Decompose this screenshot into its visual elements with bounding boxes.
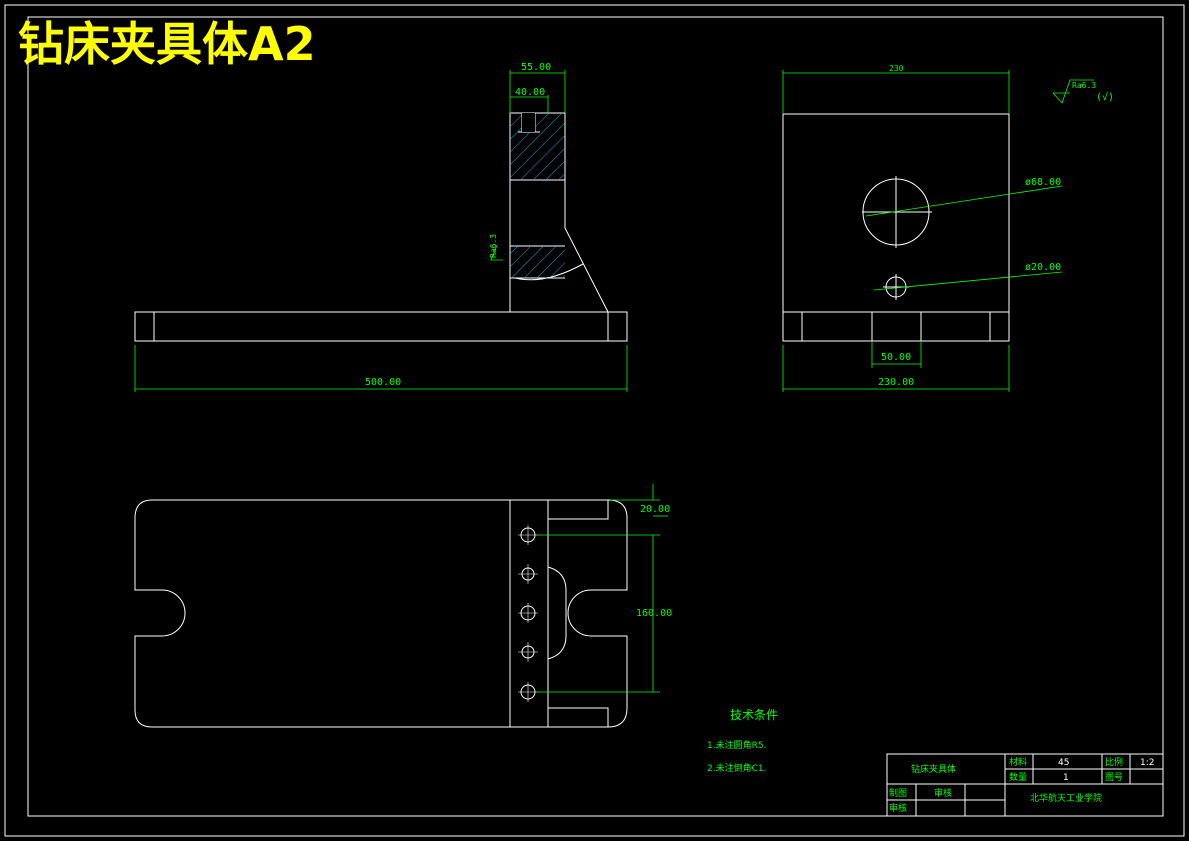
front-hatching <box>510 113 565 278</box>
notes-heading: 技术条件 <box>730 708 778 722</box>
roughness-front: Ra6.3 <box>489 234 498 258</box>
dim-plan-span: 160.00 <box>636 608 672 619</box>
notes-item-1: 1.未注圆角R5. <box>707 739 766 751</box>
roughness-rest: (√) <box>1096 91 1114 103</box>
sheet-border <box>4 4 1185 837</box>
tb-scale-label: 比例 <box>1105 756 1123 768</box>
side-dimensions <box>782 70 1094 392</box>
front-dimensions <box>134 70 628 392</box>
roughness-general: Ra6.3 <box>1072 81 1096 90</box>
tb-part-name: 钻床夹具体 <box>911 763 956 775</box>
side-view <box>782 113 1010 342</box>
plan-view <box>134 499 628 728</box>
tb-drawing-no-label: 图号 <box>1105 772 1123 783</box>
dim-plan-offset: 20.00 <box>640 504 670 515</box>
tb-checker-label: 审核 <box>934 787 952 799</box>
dim-front-length: 500.00 <box>365 377 401 388</box>
dim-hole-large: ø68.00 <box>1025 177 1061 188</box>
dim-side-bottom: 230.00 <box>878 377 914 388</box>
notes-item-2: 2.未注倒角C1. <box>707 762 766 774</box>
tb-reviewer-label: 审核 <box>889 802 907 814</box>
tb-qty-label: 数量 <box>1009 771 1027 783</box>
drawing-title: 钻床夹具体A2 <box>18 17 316 71</box>
dim-side-slot: 50.00 <box>881 352 911 363</box>
dim-front-top-outer: 55.00 <box>521 62 551 73</box>
plan-dimensions <box>535 484 668 693</box>
tb-material-value: 45 <box>1058 758 1069 768</box>
tb-scale-value: 1:2 <box>1140 758 1154 768</box>
plan-centerlines <box>518 525 538 702</box>
dim-side-top: 230 <box>889 64 904 73</box>
tb-qty-value: 1 <box>1063 773 1069 783</box>
tb-material-label: 材料 <box>1009 756 1027 768</box>
dim-hole-small: ø20.00 <box>1025 262 1061 273</box>
tb-school: 北华航天工业学院 <box>1030 792 1102 804</box>
dim-front-top-inner: 40.00 <box>515 87 545 98</box>
title-block <box>886 753 1164 817</box>
tb-designer-label: 制图 <box>889 787 907 799</box>
